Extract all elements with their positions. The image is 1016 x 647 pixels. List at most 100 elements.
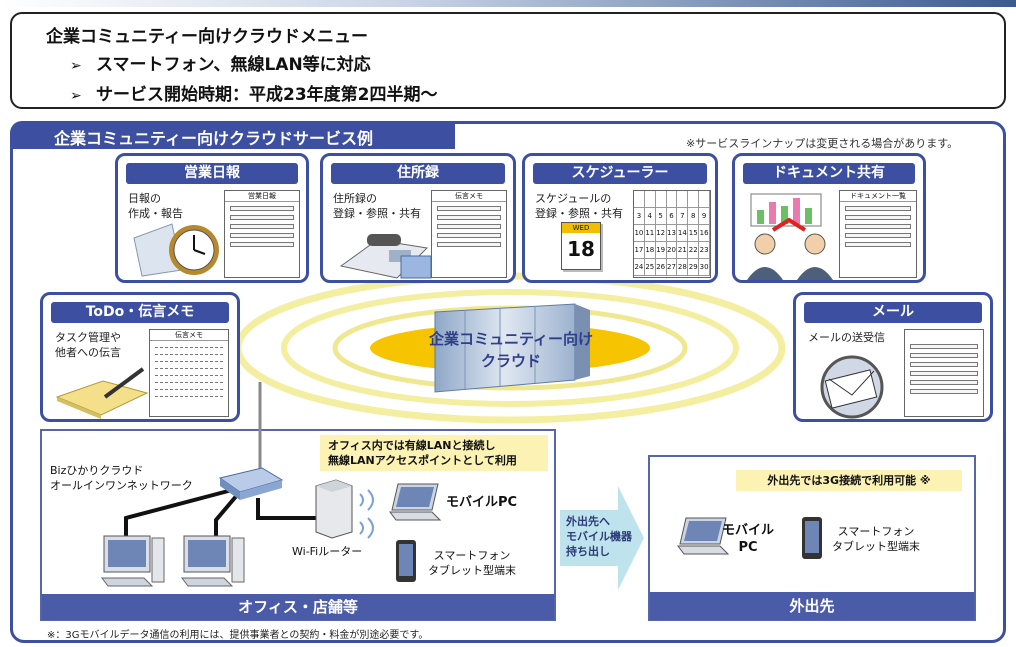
server-rack-icon xyxy=(434,303,590,393)
calendar-cell: 10 xyxy=(634,225,645,242)
header-title: 企業コミュニティー向けクラウドメニュー xyxy=(46,27,368,47)
arrow-bullet-icon: ➢ xyxy=(70,88,82,104)
calendar-cell: 11 xyxy=(644,225,656,242)
calendar-cell: 16 xyxy=(699,225,711,242)
office-callout: オフィス内では有線LANと接続し 無線LANアクセスポイントとして利用 xyxy=(320,435,548,471)
office-footer: オフィス・店舗等 xyxy=(42,594,554,620)
calendar-cell: 18 xyxy=(644,242,656,259)
footnote: ※：3Gモバイルデータ通信の利用には、提供事業者との契約・料金が別途必要です。 xyxy=(47,630,429,641)
telephone-icon xyxy=(339,234,432,279)
calendar-cell xyxy=(655,191,667,208)
cloud-label: 企業コミュニティー向け クラウド xyxy=(428,330,594,370)
calendar-cell: 15 xyxy=(688,225,700,242)
calendar-cell: 5 xyxy=(655,208,667,225)
wifi-router-icon xyxy=(315,479,374,539)
card-todo-memo: ToDo・伝言メモ タスク管理や 他者への伝言 伝言メモ xyxy=(40,292,240,422)
card-mail: メール メールの送受信 xyxy=(793,292,993,422)
calendar-cell: 4 xyxy=(644,208,656,225)
office-smartphone-label: スマートフォン タブレット型端末 xyxy=(428,549,516,577)
card-title: スケジューラー xyxy=(533,163,707,184)
header-bullet-1: ➢スマートフォン、無線LAN等に対応 xyxy=(70,55,371,75)
calendar-cell: 12 xyxy=(655,225,667,242)
mobile-pc-icon xyxy=(389,483,442,521)
calendar-cell: 26 xyxy=(655,259,667,276)
calendar-cell: 22 xyxy=(688,242,700,259)
lineup-note: ※サービスラインナップは変更される場合があります。 xyxy=(686,137,959,150)
outside-callout: 外出先では3G接続で利用可能 ※ xyxy=(736,470,962,491)
calendar-cell xyxy=(634,191,645,208)
arrow-bullet-icon: ➢ xyxy=(70,58,82,74)
wifi-router-label: Wi-Fiルーター xyxy=(292,545,363,558)
outside-mobile-pc-label: モバイル PC xyxy=(722,523,775,555)
card-title: メール xyxy=(804,302,982,323)
calendar-cell: 19 xyxy=(655,242,667,259)
calendar-cell: 27 xyxy=(666,259,678,276)
network-hub-icon xyxy=(226,470,227,471)
business-people-icon xyxy=(747,193,833,280)
card-desc: 日報の 作成・報告 xyxy=(128,192,183,220)
card-address-book: 住所録 住所録の 登録・参照・共有 伝言メモ xyxy=(320,153,516,283)
desktop-pcs-icon xyxy=(101,535,245,587)
carry-out-arrow xyxy=(560,486,644,590)
calendar-cell: 6 xyxy=(666,208,678,225)
calendar-cell: 20 xyxy=(666,242,678,259)
calendar-cell: 23 xyxy=(699,242,711,259)
smartphone-icon xyxy=(396,540,416,582)
carry-out-label: 外出先へ モバイル機器 持ち出し xyxy=(566,515,632,558)
calendar-cell: 13 xyxy=(666,225,678,242)
network-label: Bizひかりクラウド オールインワンネットワーク xyxy=(50,464,193,492)
calendar-cell xyxy=(666,191,678,208)
calendar-row xyxy=(634,191,711,208)
card-title: 営業日報 xyxy=(126,163,298,184)
calendar-cell: 25 xyxy=(644,259,656,276)
card-desc: 住所録の 登録・参照・共有 xyxy=(333,192,421,220)
calendar-cell xyxy=(677,191,689,208)
office-mobile-pc-label: モバイルPC xyxy=(446,495,518,510)
card-desc: メールの送受信 xyxy=(808,331,885,344)
card-document-share: ドキュメント共有 ドキュメント一覧 xyxy=(732,153,926,283)
calendar-cell xyxy=(688,191,700,208)
outside-smartphone-label: スマートフォン タブレット型端末 xyxy=(832,525,920,553)
calendar-cell: 17 xyxy=(634,242,645,259)
main-title: 企業コミュニティー向けクラウドサービス例 xyxy=(10,121,455,149)
calendar-cell: 7 xyxy=(677,208,689,225)
calendar-cell: 28 xyxy=(677,259,689,276)
header-panel xyxy=(10,12,1006,109)
outside-footer: 外出先 xyxy=(650,592,974,620)
top-gradient-bar xyxy=(0,0,1016,7)
memo-document-icon: 伝言メモ xyxy=(149,329,229,417)
calendar-cell: 14 xyxy=(677,225,689,242)
card-title: ToDo・伝言メモ xyxy=(51,302,229,323)
card-desc: タスク管理や 他者への伝言 xyxy=(55,331,121,359)
card-desc: スケジュールの 登録・参照・共有 xyxy=(535,192,623,220)
report-document-icon: 営業日報 xyxy=(224,190,300,278)
clock-icon xyxy=(133,223,219,277)
card-sales-report: 営業日報 日報の 作成・報告 営業日報 xyxy=(115,153,309,283)
smartphone-icon xyxy=(802,517,822,559)
header-bullet-2: ➢サービス開始時期：平成23年度第2四半期～ xyxy=(70,85,438,105)
office-network-lines xyxy=(124,382,322,540)
calendar-cell: 30 xyxy=(699,259,711,276)
mail-document-icon xyxy=(904,329,984,417)
card-title: 住所録 xyxy=(331,163,505,184)
calendar-cell xyxy=(644,191,656,208)
calendar-cell: 24 xyxy=(634,259,645,276)
memo-document-icon: 伝言メモ xyxy=(431,190,507,278)
day-calendar-icon: WED 18 xyxy=(561,222,601,270)
envelope-globe-icon xyxy=(820,355,884,419)
calendar-cell: 8 xyxy=(688,208,700,225)
calendar-cell: 21 xyxy=(677,242,689,259)
document-list-icon: ドキュメント一覧 xyxy=(839,190,917,278)
sticky-note-pen-icon xyxy=(55,367,149,419)
calendar-cell xyxy=(699,191,711,208)
mobile-pc-icon xyxy=(677,517,730,555)
card-title: ドキュメント共有 xyxy=(743,163,915,184)
calendar-cell: 3 xyxy=(634,208,645,225)
calendar-cell: 29 xyxy=(688,259,700,276)
